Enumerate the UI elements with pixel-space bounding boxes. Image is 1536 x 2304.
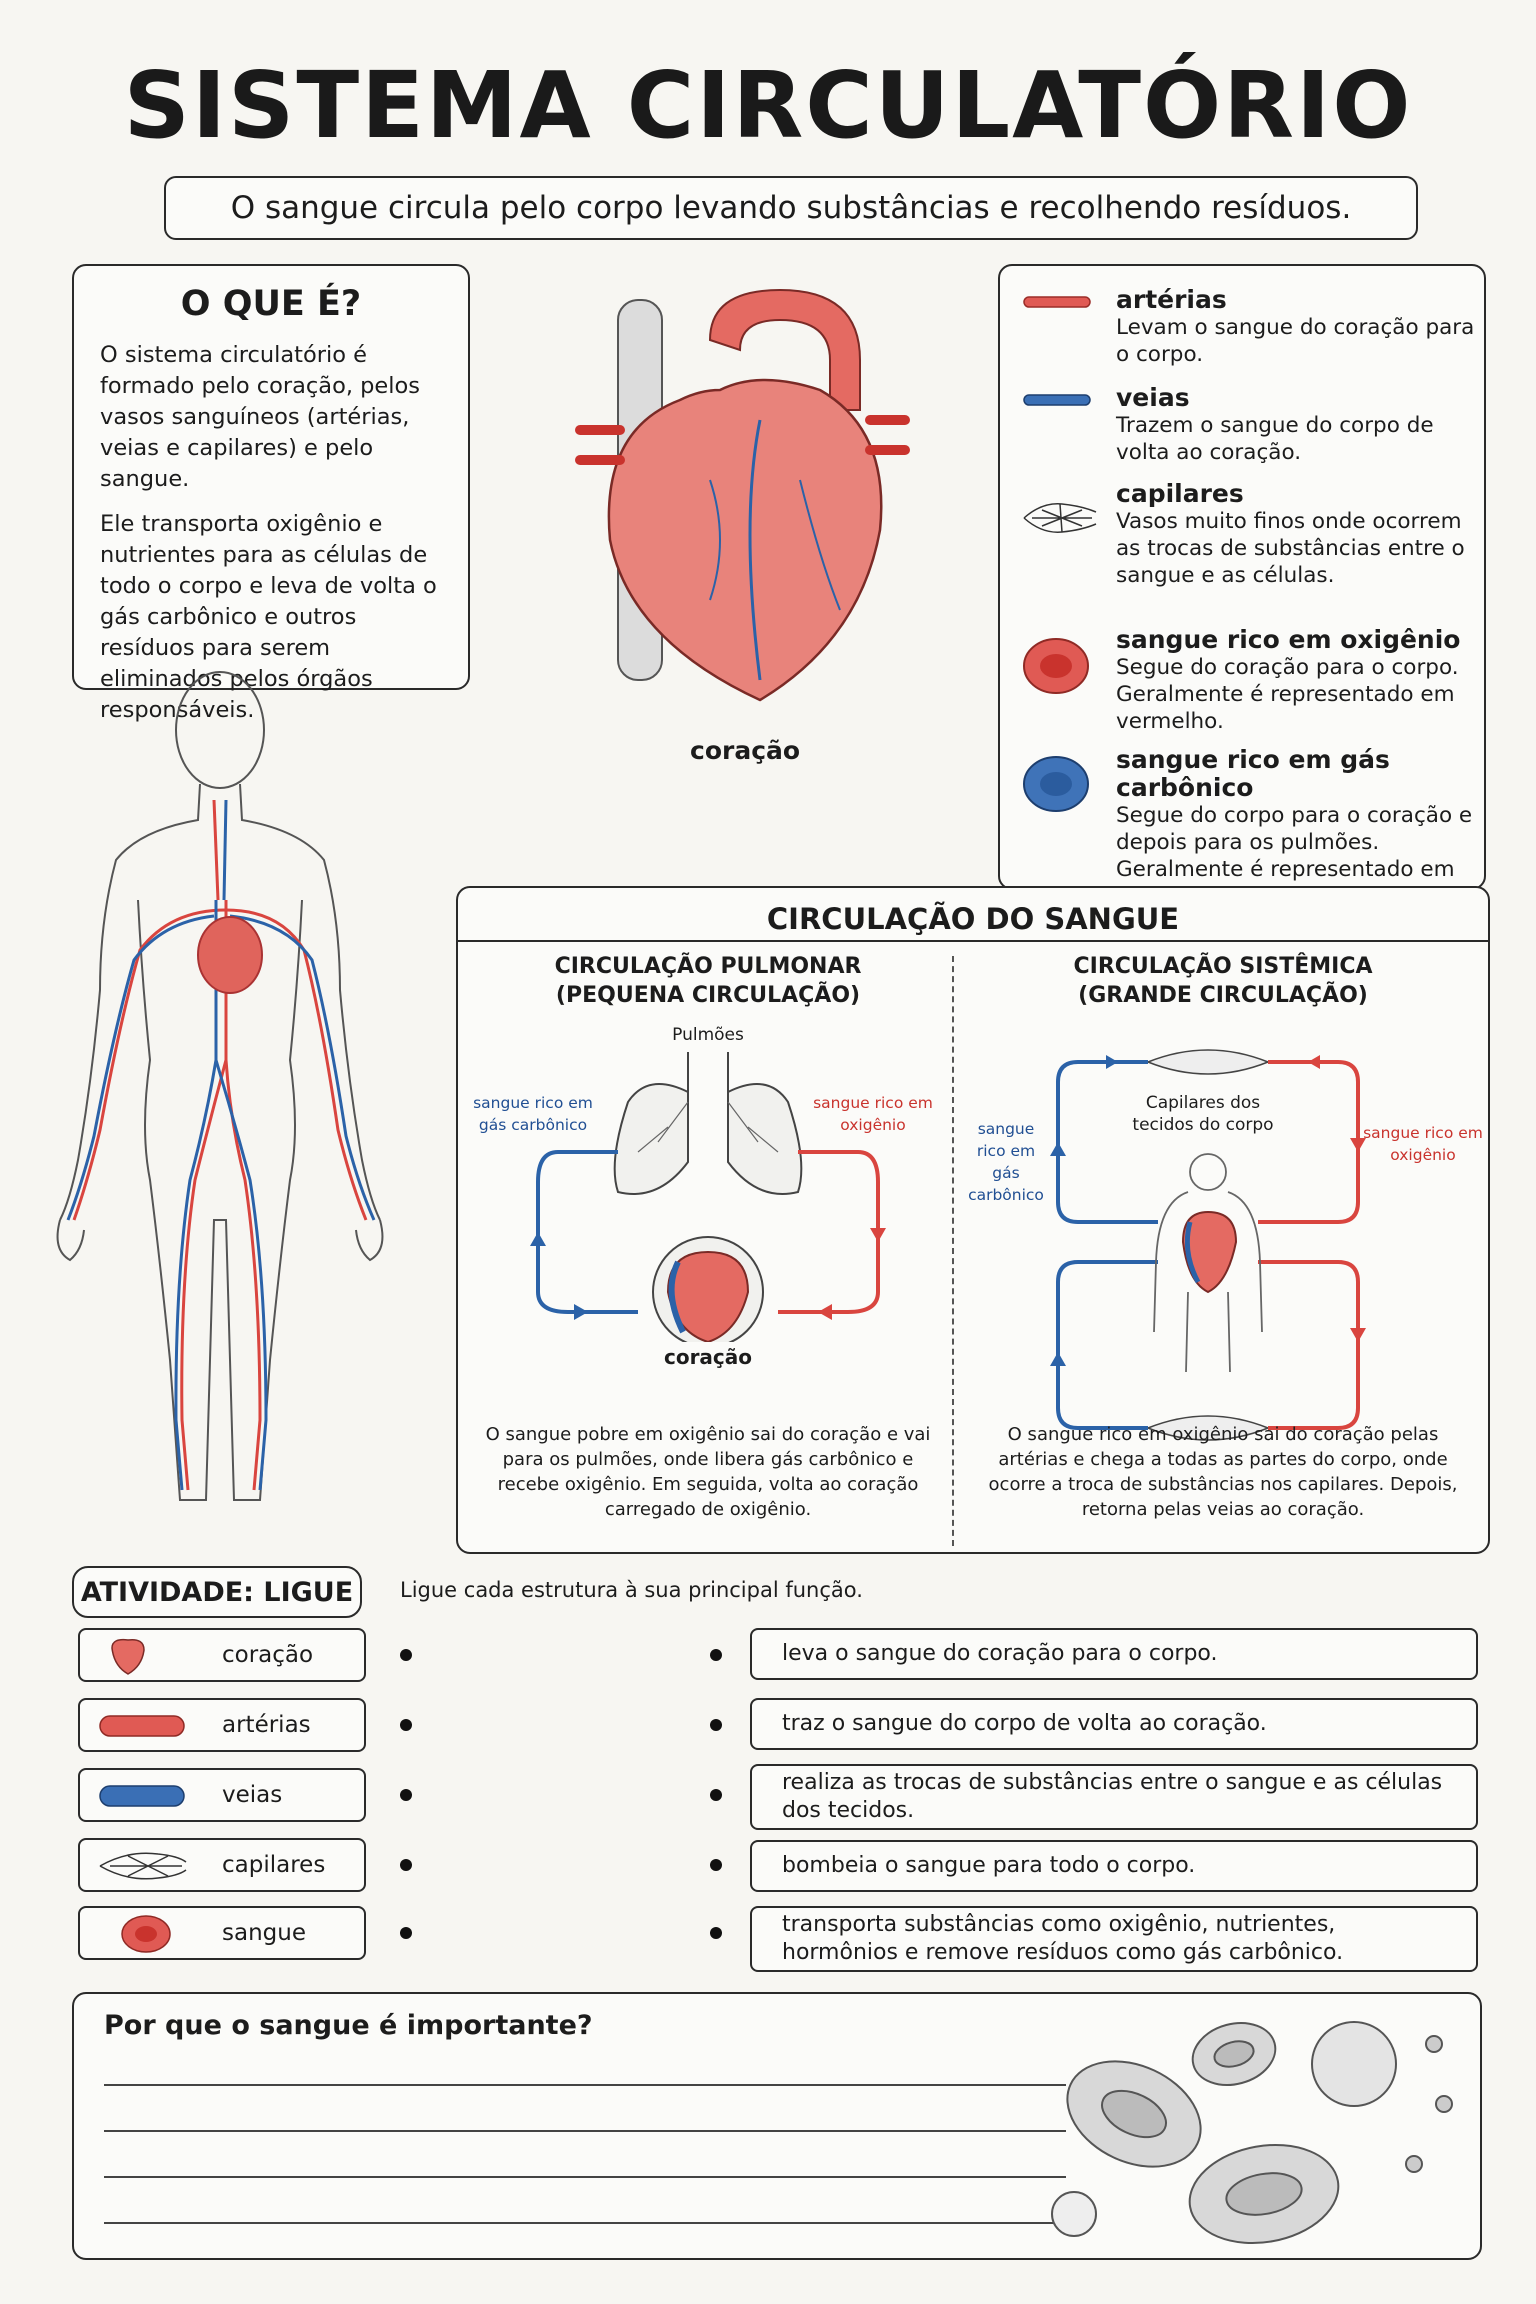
activity-right-option[interactable]: realiza as trocas de substâncias entre o… bbox=[750, 1764, 1478, 1830]
activity-left-label: sangue bbox=[222, 1920, 306, 1946]
question-text: Por que o sangue é importante? bbox=[104, 2010, 593, 2041]
circulation-box: CIRCULAÇÃO DO SANGUE CIRCULAÇÃO PULMONAR… bbox=[456, 886, 1490, 1554]
circulation-panels: CIRCULAÇÃO PULMONAR (PEQUENA CIRCULAÇÃO)… bbox=[458, 940, 1488, 1554]
left-connector-dot[interactable] bbox=[400, 1719, 412, 1731]
pulmonary-heading-line-1: CIRCULAÇÃO PULMONAR bbox=[554, 954, 862, 979]
what-is-paragraph-2: Ele transporta oxigênio e nutrientes par… bbox=[100, 511, 437, 723]
activity-left-veins[interactable]: veias bbox=[78, 1768, 366, 1822]
circulation-title: CIRCULAÇÃO DO SANGUE bbox=[766, 902, 1180, 936]
subtitle-banner: O sangue circula pelo corpo levando subs… bbox=[164, 176, 1418, 240]
systemic-o2-label: sangue rico em oxigênio bbox=[1363, 1124, 1483, 1164]
artery-icon bbox=[99, 1715, 185, 1737]
legend-box: artérias Levam o sangue do coração para … bbox=[998, 264, 1486, 909]
activity-left-heart[interactable]: coração bbox=[78, 1628, 366, 1682]
systemic-diagram bbox=[1050, 1049, 1366, 1441]
systemic-heading: CIRCULAÇÃO SISTÊMICA (GRANDE CIRCULAÇÃO) bbox=[978, 952, 1468, 1010]
subtitle-text: O sangue circula pelo corpo levando subs… bbox=[230, 190, 1352, 226]
red-blood-cell-icon bbox=[121, 1915, 171, 1953]
pulmonary-heading-line-2: (PEQUENA CIRCULAÇÃO) bbox=[555, 983, 861, 1008]
capillaries-label: Capilares dos tecidos do corpo bbox=[1132, 1093, 1274, 1135]
capillary-icon bbox=[1023, 503, 1097, 533]
answer-line[interactable] bbox=[104, 2084, 1066, 2086]
activity-right-option[interactable]: transporta substâncias como oxigênio, nu… bbox=[750, 1906, 1478, 1972]
left-connector-dot[interactable] bbox=[400, 1927, 412, 1939]
activity-tag: ATIVIDADE: LIGUE bbox=[72, 1566, 362, 1618]
pulmonary-heading: CIRCULAÇÃO PULMONAR (PEQUENA CIRCULAÇÃO) bbox=[498, 952, 918, 1010]
human-body-illustration bbox=[56, 671, 384, 1501]
left-connector-dot[interactable] bbox=[400, 1649, 412, 1661]
right-connector-dot[interactable] bbox=[710, 1789, 722, 1801]
capillary-icon bbox=[99, 1852, 187, 1880]
heart-icon bbox=[111, 1638, 145, 1675]
blue-blood-cell-icon bbox=[1023, 756, 1089, 812]
legend-desc: Segue do coração para o corpo. Geralment… bbox=[1116, 655, 1459, 734]
activity-right-option[interactable]: leva o sangue do coração para o corpo. bbox=[750, 1628, 1478, 1680]
systemic-description: O sangue rico em oxigênio sai do coração… bbox=[988, 1424, 1458, 1520]
legend-desc: Segue do corpo para o coração e depois p… bbox=[1116, 803, 1473, 909]
legend-desc: Levam o sangue do coração para o corpo. bbox=[1116, 315, 1475, 367]
pulmonary-o2-label: sangue rico em oxigênio bbox=[813, 1094, 933, 1134]
activity-left-label: capilares bbox=[222, 1852, 326, 1878]
pulmonary-description: O sangue pobre em oxigênio sai do coraçã… bbox=[485, 1424, 931, 1520]
vein-icon bbox=[99, 1785, 185, 1807]
legend-desc: Vasos muito finos onde ocorrem as trocas… bbox=[1116, 509, 1465, 588]
pulmonary-diagram bbox=[530, 1052, 886, 1342]
answer-line[interactable] bbox=[104, 2130, 1066, 2132]
artery-icon bbox=[1023, 296, 1091, 308]
page-title: SISTEMA CIRCULATÓRIO bbox=[123, 52, 1413, 159]
activity-tag-label: ATIVIDADE: LIGUE bbox=[80, 1576, 354, 1608]
right-connector-dot[interactable] bbox=[710, 1649, 722, 1661]
what-is-box: O QUE É? O sistema circulatório é formad… bbox=[72, 264, 470, 723]
activity-left-arteries[interactable]: artérias bbox=[78, 1698, 366, 1752]
red-blood-cell-icon bbox=[1023, 638, 1089, 694]
legend-desc: Trazem o sangue do corpo de volta ao cor… bbox=[1116, 413, 1434, 465]
systemic-co2-label: sangue rico em gás carbônico bbox=[968, 1120, 1044, 1204]
activity-left-label: artérias bbox=[222, 1712, 311, 1738]
pulmonary-heart-label: coração bbox=[663, 1345, 753, 1369]
panel-divider bbox=[952, 956, 954, 1546]
heart-label: coração bbox=[690, 736, 801, 765]
activity-left-label: coração bbox=[222, 1642, 314, 1668]
systemic-heading-line-2: (GRANDE CIRCULAÇÃO) bbox=[1078, 983, 1368, 1008]
right-connector-dot[interactable] bbox=[710, 1719, 722, 1731]
left-connector-dot[interactable] bbox=[400, 1859, 412, 1871]
heart-illustration bbox=[575, 288, 910, 702]
pulmonary-co2-label: sangue rico em gás carbônico bbox=[473, 1094, 593, 1134]
right-connector-dot[interactable] bbox=[710, 1927, 722, 1939]
legend-title: veias bbox=[1116, 383, 1190, 412]
legend-title: sangue rico em gás carbônico bbox=[1116, 745, 1390, 802]
question-box: Por que o sangue é importante? bbox=[72, 1992, 1482, 2260]
what-is-heading: O QUE É? bbox=[180, 284, 362, 324]
answer-line[interactable] bbox=[104, 2176, 1066, 2178]
legend-title: artérias bbox=[1116, 285, 1227, 314]
right-connector-dot[interactable] bbox=[710, 1859, 722, 1871]
activity-left-label: veias bbox=[222, 1782, 283, 1808]
activity-right-option[interactable]: traz o sangue do corpo de volta ao coraç… bbox=[750, 1698, 1478, 1750]
systemic-heading-line-1: CIRCULAÇÃO SISTÊMICA bbox=[1073, 954, 1373, 979]
lungs-label: Pulmões bbox=[672, 1025, 744, 1045]
activity-left-capillaries[interactable]: capilares bbox=[78, 1838, 366, 1892]
answer-line[interactable] bbox=[104, 2222, 1066, 2224]
activity-left-blood[interactable]: sangue bbox=[78, 1906, 366, 1960]
what-is-paragraph-1: O sistema circulatório é formado pelo co… bbox=[100, 342, 421, 492]
activity-right-option[interactable]: bombeia o sangue para todo o corpo. bbox=[750, 1840, 1478, 1892]
legend-title: sangue rico em oxigênio bbox=[1116, 625, 1461, 654]
vein-icon bbox=[1023, 394, 1091, 406]
blood-cells-illustration bbox=[1051, 2021, 1453, 2245]
left-connector-dot[interactable] bbox=[400, 1789, 412, 1801]
legend-title: capilares bbox=[1116, 479, 1244, 508]
activity-instruction: Ligue cada estrutura à sua principal fun… bbox=[400, 1578, 863, 1602]
